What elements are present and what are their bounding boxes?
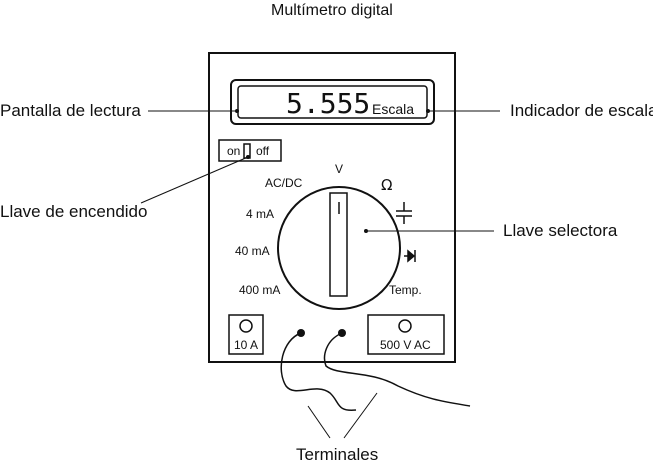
callout-dot-power — [246, 155, 250, 159]
display-scale-label: Escala — [372, 101, 415, 117]
callout-dot-display — [235, 109, 239, 113]
callout-power: Llave de encendido — [0, 202, 148, 221]
callout-line-power — [140, 156, 249, 204]
terminal-10a-jack — [239, 319, 253, 333]
dial-label-400ma: 400 mA — [239, 283, 281, 297]
dial-label-4ma: 4 mA — [246, 207, 275, 221]
display-window — [237, 85, 428, 119]
callout-dot-selector — [364, 229, 368, 233]
selector-knob — [329, 192, 348, 297]
callout-line-terminals-right — [343, 392, 378, 439]
dial-label-temp: Temp. — [389, 283, 422, 297]
callout-line-terminals-left — [307, 405, 331, 439]
display-reading: 5.555 — [286, 87, 371, 120]
dial-label-ohm: Ω — [381, 176, 393, 194]
dial-label-v: V — [335, 162, 344, 176]
terminal-500v-label: 500 V AC — [380, 338, 431, 352]
diagram-title: Multímetro digital — [271, 2, 393, 19]
terminal-500v-frame — [367, 314, 445, 355]
capacitor-icon — [396, 202, 412, 224]
probe-wire-left — [280, 332, 357, 411]
callout-dot-scale — [426, 109, 430, 113]
dial-label-40ma: 40 mA — [235, 244, 270, 258]
terminal-10a-label: 10 A — [234, 338, 259, 352]
power-switch-on-label: on — [227, 144, 241, 158]
dial-label-acdc: AC/DC — [265, 176, 303, 190]
power-switch-off-label: off — [256, 144, 270, 158]
probe-wire-right — [323, 332, 471, 407]
callout-display: Pantalla de lectura — [0, 101, 141, 120]
diode-icon — [404, 249, 416, 263]
callout-terminals: Terminales — [296, 445, 379, 464]
callout-selector: Llave selectora — [503, 221, 618, 240]
callout-scale: Indicador de escala — [510, 101, 653, 120]
terminal-500v-jack — [398, 319, 412, 333]
